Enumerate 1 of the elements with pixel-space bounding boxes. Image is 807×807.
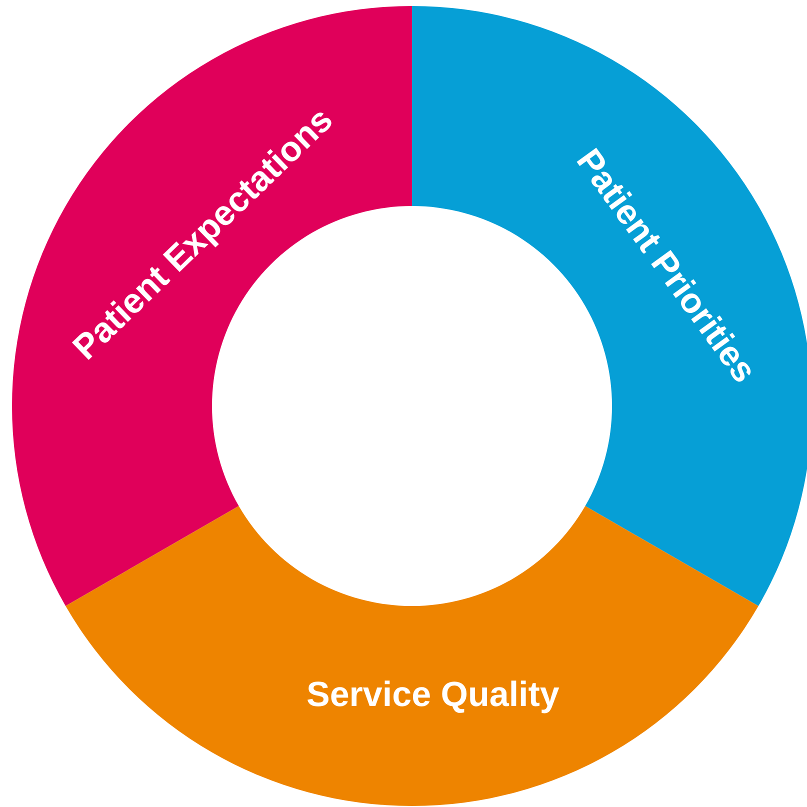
segment-label: Service Quality xyxy=(306,675,560,715)
